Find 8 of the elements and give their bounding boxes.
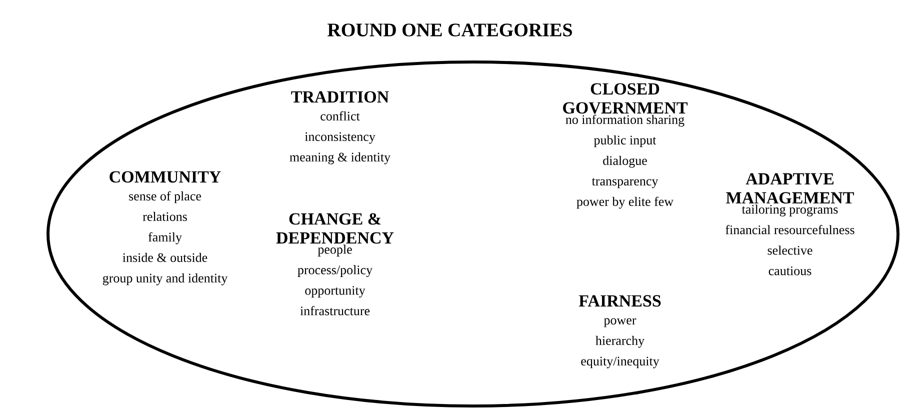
category-text: ADAPTIVE MANAGEMENT tailoring programs financial resourcefulness selective cautious: [726, 173, 854, 276]
ellipse: [46, 60, 900, 408]
title: ROUND ONE CATEGORIES: [328, 24, 572, 36]
category-text: CHANGE & DEPENDENCY people process/policy opportunity infrastructure: [276, 213, 394, 316]
category-text: CLOSED GOVERNMENT no information sharing public input dialogue transparency power by elite few: [563, 83, 688, 209]
category-text: COMMUNITY sense of place relations family inside & outside group unity and identity: [102, 171, 228, 286]
category-text: FAIRNESS power hierarchy equity/inequity: [578, 295, 661, 368]
category-text: TRADITION conflict inconsistency meaning & identity: [290, 91, 390, 164]
